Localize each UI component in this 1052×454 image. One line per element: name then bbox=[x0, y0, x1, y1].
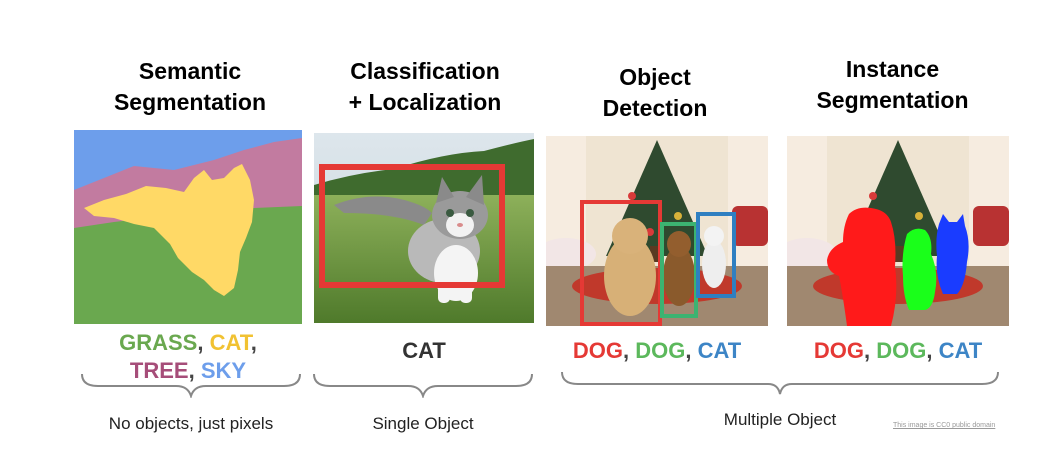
classification-note: Single Object bbox=[312, 414, 534, 434]
instance-title-line2: Segmentation bbox=[795, 85, 990, 116]
label-separator: , bbox=[197, 330, 209, 355]
label-grass: GRASS bbox=[119, 330, 197, 355]
label-cat: CAT bbox=[402, 338, 446, 363]
detection-title-line1: Object bbox=[565, 62, 745, 93]
instance-labels: DOG, DOG, CAT bbox=[787, 338, 1009, 364]
label-cat: CAT bbox=[698, 338, 742, 363]
classification-label: CAT bbox=[314, 338, 534, 364]
detection-photo bbox=[546, 136, 768, 326]
label-cat: CAT bbox=[939, 338, 983, 363]
semantic-labels-line1: GRASS, CAT, bbox=[74, 330, 302, 356]
label-cat: CAT bbox=[210, 330, 251, 355]
detection-title-line2: Detection bbox=[565, 93, 745, 124]
semantic-brace bbox=[80, 372, 302, 398]
label-dog: DOG bbox=[573, 338, 623, 363]
label-separator: , bbox=[685, 338, 697, 363]
instance-photo bbox=[787, 136, 1009, 326]
classification-title-line1: Classification bbox=[320, 56, 530, 87]
instance-title-line1: Instance bbox=[795, 54, 990, 85]
classification-brace bbox=[312, 372, 534, 398]
object-detection-title: Object Detection bbox=[565, 62, 745, 124]
image-credit[interactable]: This image is CC0 public domain bbox=[893, 422, 995, 429]
classification-localization-title: Classification + Localization bbox=[320, 56, 530, 118]
semantic-segmentation-title: Semantic Segmentation bbox=[95, 56, 285, 118]
instance-segmentation-title: Instance Segmentation bbox=[795, 54, 990, 116]
label-dog: DOG bbox=[635, 338, 685, 363]
label-dog: DOG bbox=[876, 338, 926, 363]
label-dog: DOG bbox=[814, 338, 864, 363]
semantic-note: No objects, just pixels bbox=[80, 414, 302, 434]
label-separator: , bbox=[251, 330, 257, 355]
semantic-title-line2: Segmentation bbox=[95, 87, 285, 118]
label-separator: , bbox=[623, 338, 635, 363]
label-separator: , bbox=[864, 338, 876, 363]
classification-title-line2: + Localization bbox=[320, 87, 530, 118]
cat-photo bbox=[314, 133, 534, 323]
semantic-segmentation-map bbox=[74, 130, 302, 324]
label-separator: , bbox=[926, 338, 938, 363]
multiple-object-brace bbox=[560, 370, 1000, 396]
semantic-title-line1: Semantic bbox=[95, 56, 285, 87]
detection-labels: DOG, DOG, CAT bbox=[546, 338, 768, 364]
